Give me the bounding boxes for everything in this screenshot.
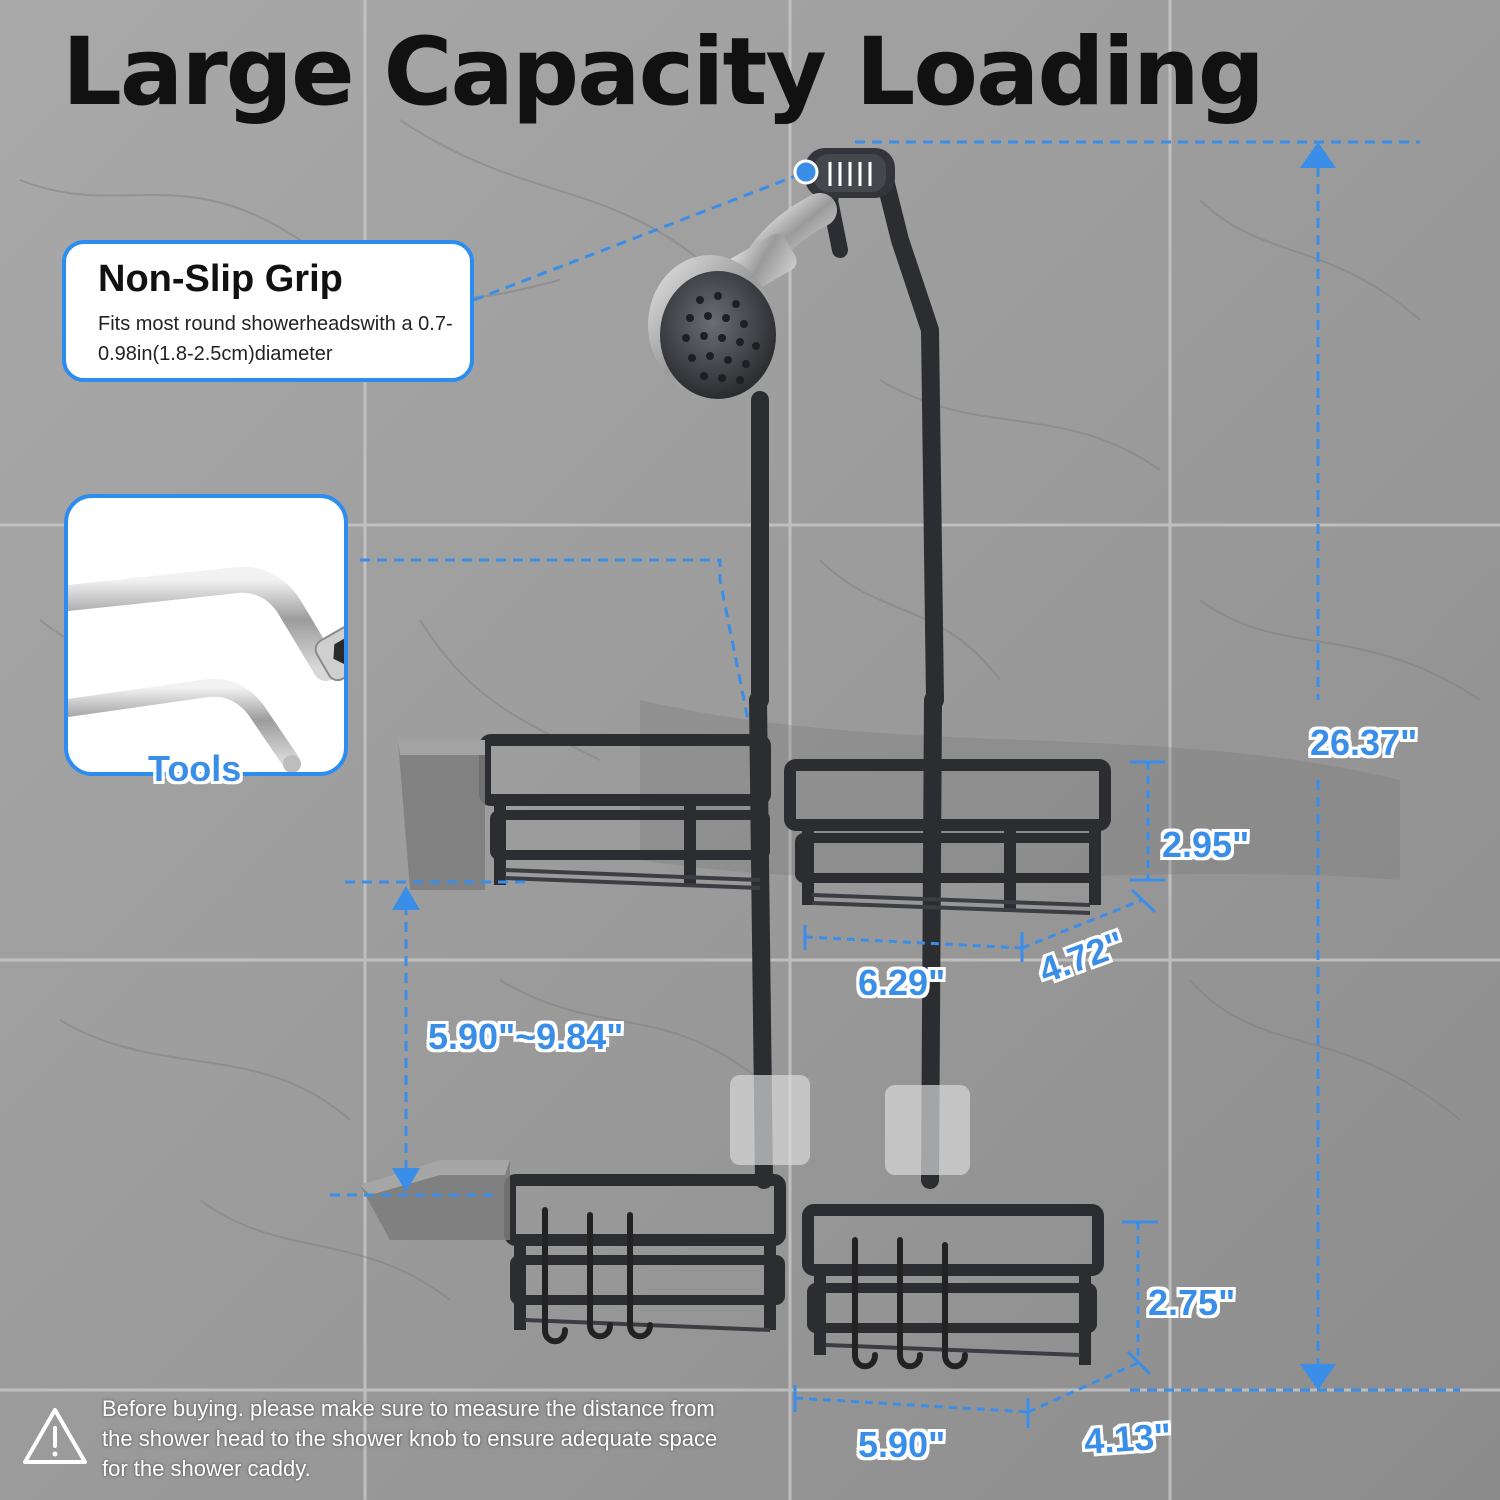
tools-label: Tools (148, 748, 242, 789)
upper-basket-height-label: 2.95" (1162, 824, 1250, 865)
callout-heading: Non-Slip Grip (98, 258, 343, 300)
allen-key-icon (68, 566, 344, 772)
lower-basket-depth-label: 4.13" (1082, 1415, 1173, 1462)
warning-note: Before buying. please make sure to measu… (102, 1396, 718, 1481)
tools-callout (64, 494, 348, 776)
lower-basket-width-label: 5.90" (858, 1424, 946, 1465)
total-height-label: 26.37" (1310, 722, 1418, 763)
callout-description: Fits most round showerheadswith a 0.7-0.… (98, 313, 453, 365)
non-slip-grip-callout: Non-Slip Grip Fits most round showerhead… (62, 240, 474, 382)
shelf-spacing-label: 5.90"~9.84" (428, 1016, 624, 1057)
page-title: Large Capacity Loading (62, 18, 1265, 127)
warning-icon (23, 1408, 87, 1464)
upper-basket-width-label: 6.29" (858, 962, 946, 1003)
lower-basket-height-label: 2.75" (1148, 1282, 1236, 1323)
